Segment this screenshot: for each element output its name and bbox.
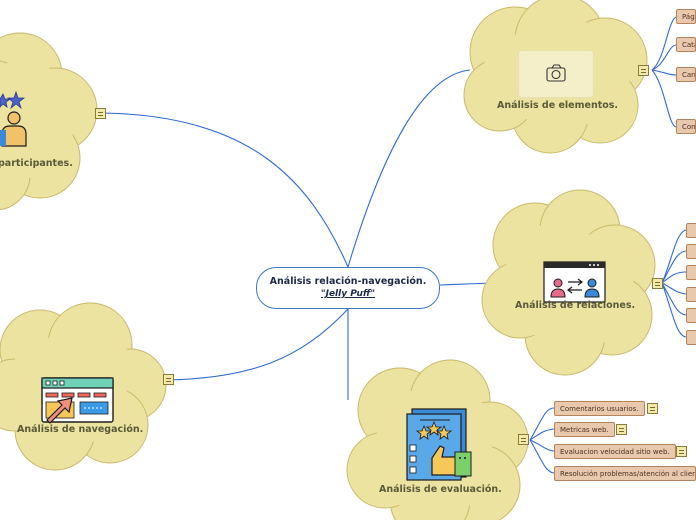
leaf-elementos-3[interactable]: Carri bbox=[676, 67, 696, 82]
participants-icon bbox=[0, 90, 27, 147]
leaf-relaciones-6[interactable] bbox=[686, 330, 696, 345]
leaf-relaciones-3[interactable] bbox=[686, 265, 696, 280]
leaf-evaluacion-2[interactable]: Metricas web. bbox=[554, 422, 615, 437]
camera-icon bbox=[546, 64, 566, 82]
evaluation-icon bbox=[406, 408, 472, 481]
leaf-evaluacion-1[interactable]: Comentarios usuarios. bbox=[554, 401, 645, 416]
leaf-relaciones-1[interactable] bbox=[686, 223, 696, 238]
note-icon[interactable] bbox=[647, 403, 658, 414]
central-title: Análisis relación-navegación. bbox=[269, 276, 427, 287]
central-topic[interactable]: Análisis relación-navegación. "Jelly Puf… bbox=[256, 267, 440, 309]
leaf-evaluacion-3[interactable]: Evaluacion velocidad sitio web. bbox=[554, 444, 676, 459]
note-icon[interactable] bbox=[616, 424, 627, 435]
central-subtitle: "Jelly Puff" bbox=[320, 289, 376, 299]
note-icon[interactable] bbox=[518, 434, 529, 445]
leaf-elementos-2[interactable]: Cata bbox=[676, 37, 696, 52]
leaf-relaciones-2[interactable] bbox=[686, 244, 696, 259]
image-placeholder[interactable] bbox=[518, 50, 594, 98]
leaf-relaciones-5[interactable] bbox=[686, 308, 696, 323]
connectors bbox=[101, 16, 687, 474]
topic-participantes-label: participantes. bbox=[0, 158, 73, 169]
leaf-evaluacion-4[interactable]: Resolución problemas/atención al clien bbox=[554, 466, 696, 481]
note-icon[interactable] bbox=[638, 65, 649, 76]
note-icon[interactable] bbox=[652, 278, 663, 289]
note-icon[interactable] bbox=[95, 108, 106, 119]
note-icon[interactable] bbox=[676, 446, 687, 457]
topic-navegacion-label: Análisis de navegación. bbox=[17, 424, 144, 435]
navigation-icon bbox=[41, 377, 114, 424]
topic-evaluacion-label: Análisis de evaluación. bbox=[379, 484, 502, 495]
leaf-relaciones-4[interactable] bbox=[686, 287, 696, 302]
relations-icon bbox=[543, 261, 606, 303]
note-icon[interactable] bbox=[163, 374, 174, 385]
leaf-elementos-1[interactable]: Pági bbox=[676, 9, 696, 24]
topic-relaciones-label: Análisis de relaciones. bbox=[515, 300, 636, 311]
leaf-elementos-4[interactable]: Cont bbox=[676, 119, 696, 134]
topic-elementos-label: Análisis de elementos. bbox=[497, 100, 619, 111]
